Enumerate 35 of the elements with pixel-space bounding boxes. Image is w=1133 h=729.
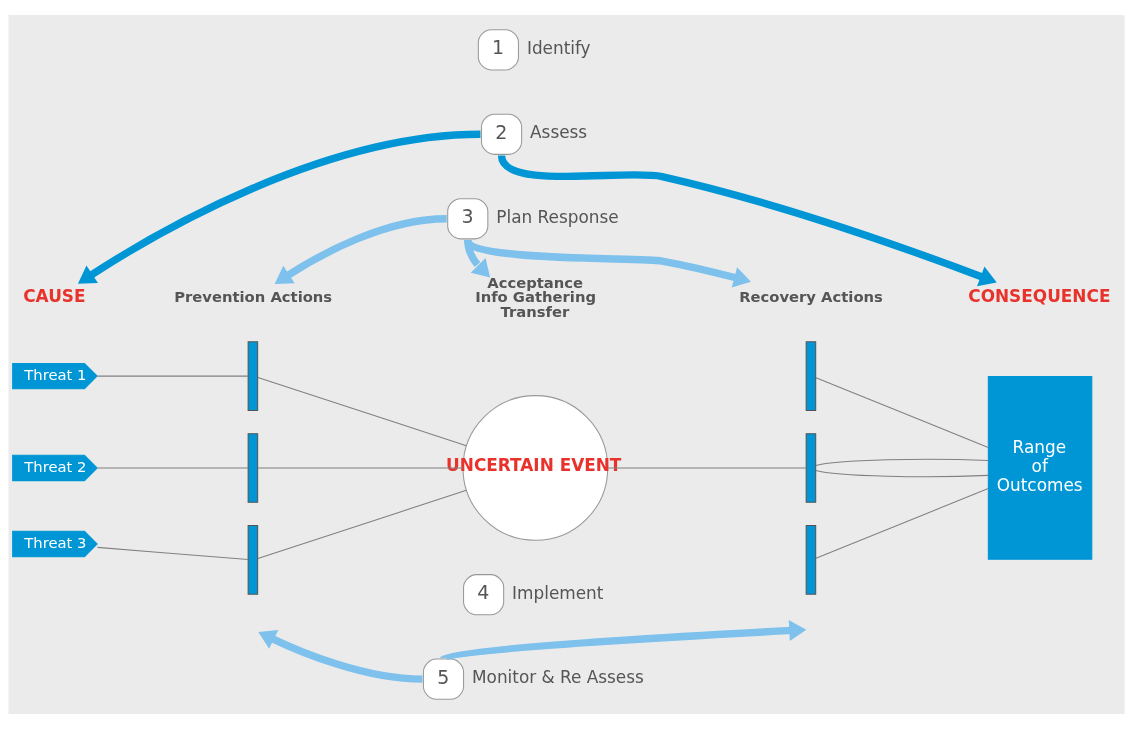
node-bar	[805, 341, 817, 411]
connector	[257, 467, 464, 469]
connector	[257, 489, 467, 560]
node-label: Identify	[526, 37, 591, 58]
arrow	[442, 620, 807, 662]
node-bar	[805, 525, 817, 595]
node-text: Acceptance Info Gathering Transfer	[475, 273, 596, 321]
node-text: CAUSE	[23, 285, 86, 306]
node-label: Assess	[530, 122, 588, 143]
connector	[607, 467, 807, 469]
node-label: UNCERTAIN EVENT	[446, 454, 622, 475]
node-label: Plan Response	[496, 206, 619, 227]
arrow	[77, 130, 481, 284]
arrow	[464, 239, 491, 278]
connector	[257, 376, 467, 447]
node-label: Monitor & Re Assess	[472, 667, 644, 688]
arrow	[464, 237, 751, 288]
connector	[815, 469, 989, 478]
node-text: Prevention Actions	[174, 287, 333, 305]
node-bar	[247, 525, 259, 595]
node-text: Recovery Actions	[739, 287, 883, 305]
node-label: Implement	[512, 582, 604, 603]
node-bar	[247, 341, 259, 411]
connector	[815, 458, 989, 466]
node-bar	[247, 433, 259, 503]
arrow	[274, 215, 447, 284]
connector	[815, 377, 989, 448]
connector	[97, 375, 249, 377]
node-bar	[805, 433, 817, 503]
connector	[97, 546, 249, 561]
connector	[97, 467, 249, 469]
node-box: Range of Outcomes	[987, 376, 1093, 560]
node-text: CONSEQUENCE	[968, 285, 1111, 306]
connector	[815, 488, 989, 559]
arrow	[258, 629, 423, 683]
